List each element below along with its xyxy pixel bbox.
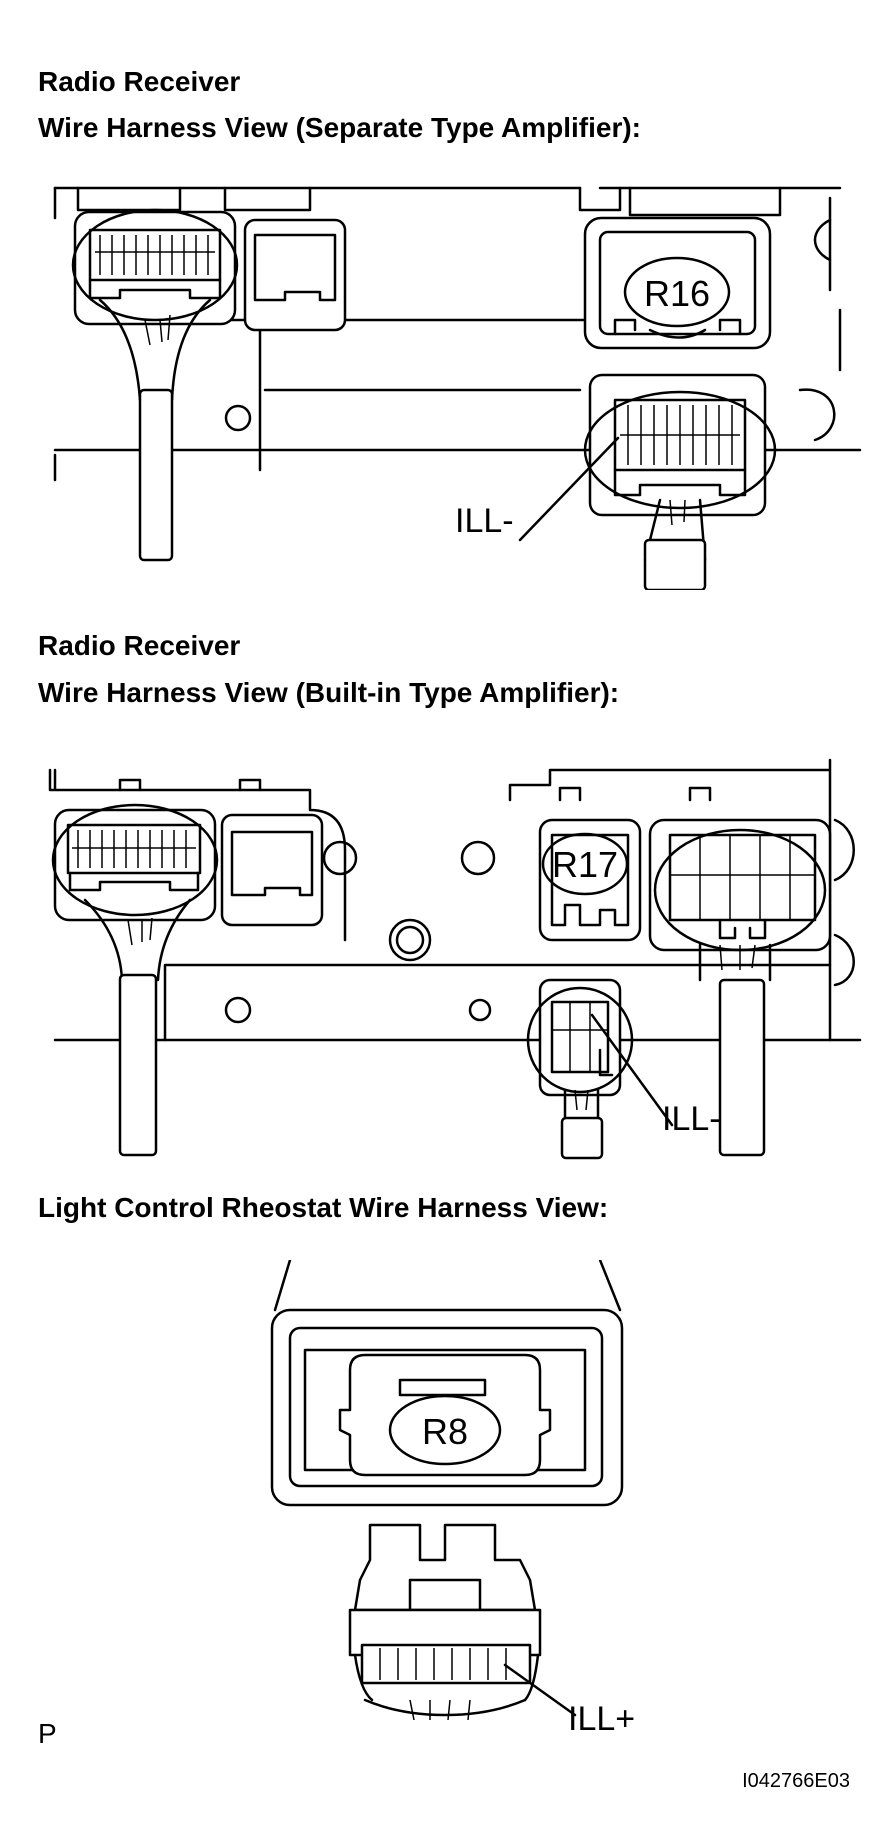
section1-subtitle: Wire Harness View (Separate Type Amplifi… xyxy=(38,112,641,143)
section2-title: Radio Receiver xyxy=(38,630,241,661)
section2-subtitle: Wire Harness View (Built-in Type Amplifi… xyxy=(38,677,620,708)
r8-connector-label: R8 xyxy=(422,1411,468,1452)
r17-connector-label: R17 xyxy=(552,844,618,885)
figure-id: I042766E03 xyxy=(742,1770,850,1792)
ill-plus-label: ILL+ xyxy=(568,1700,636,1738)
footer-p-mark: P xyxy=(38,1718,57,1749)
section3-subtitle: Light Control Rheostat Wire Harness View… xyxy=(38,1192,609,1223)
built-in-amplifier-diagram: R17 xyxy=(0,740,880,1160)
r16-connector-label: R16 xyxy=(644,273,710,314)
ill-minus-label-1: ILL- xyxy=(455,502,514,540)
ill-minus-label-2: ILL- xyxy=(662,1100,721,1138)
section1-title: Radio Receiver xyxy=(38,66,241,97)
separate-amplifier-diagram: R16 xyxy=(0,170,880,590)
light-control-rheostat-diagram: R8 xyxy=(0,1260,880,1720)
